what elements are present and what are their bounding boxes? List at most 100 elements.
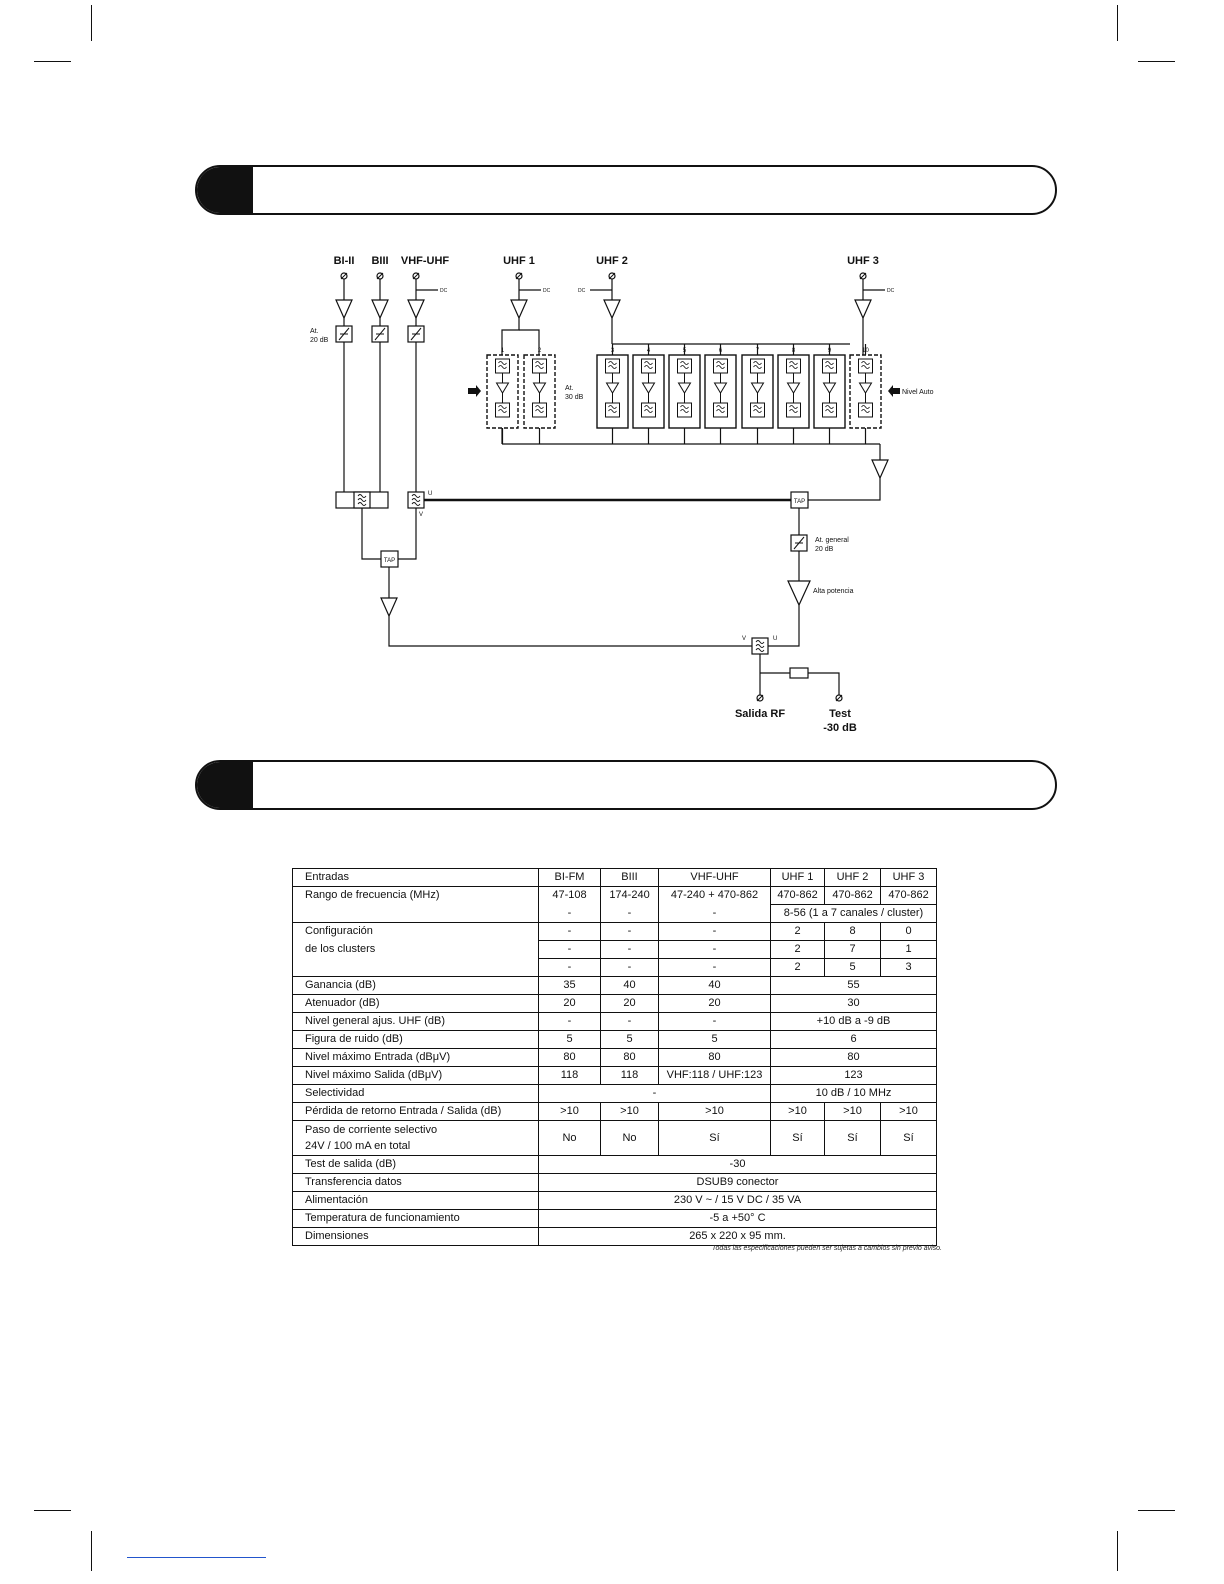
table-header-cell: Entradas [292, 868, 539, 887]
attenuator-label: At. [310, 328, 319, 335]
table-cell: 470-862 [880, 886, 937, 905]
table-row: Transferencia datos DSUB9 conector [292, 1173, 937, 1192]
input-terminal [859, 272, 867, 280]
dc-label: DC [543, 288, 551, 294]
filter-wave [861, 405, 870, 413]
filter-wave [753, 405, 762, 413]
u-label: U [428, 491, 432, 497]
attenuator-label: 20 dB [310, 337, 329, 344]
filter-icon [822, 402, 837, 418]
channel-modules: 12345678910 [486, 344, 882, 444]
table-label-cell: Temperatura de funcionamiento [292, 1209, 539, 1228]
table-label-cell: Atenuador (dB) [292, 994, 539, 1013]
table-cell: - [538, 1084, 771, 1103]
table-cell: 470-862 [770, 886, 825, 905]
crop-mark [34, 1510, 71, 1511]
table-label-cell: Configuración [292, 922, 539, 941]
table-cell: 20 [600, 994, 659, 1013]
attenuator-icon [407, 325, 425, 343]
arrow-icon [888, 385, 900, 397]
input-terminal [412, 272, 420, 280]
table-cell: 2 [770, 958, 825, 977]
filter-wave [644, 405, 653, 413]
high-power-label: Alta potencia [813, 588, 854, 595]
filter-icon [750, 358, 765, 374]
amplifier-icon [380, 597, 398, 617]
filter-icon [677, 402, 692, 418]
table-cell: 30 [770, 994, 937, 1013]
table-cell: - [600, 1012, 659, 1031]
table-cell: 40 [600, 976, 659, 995]
section-header-specs [195, 760, 1057, 810]
filter-wave [535, 405, 544, 413]
table-cell: 80 [658, 1048, 771, 1067]
block-diagram: BI-II BIII VHF-UHF UHF 1 UHF 2 UHF 3 DC … [310, 255, 934, 734]
filter-icon [605, 402, 620, 418]
table-row: de los clusters - - - 2 7 1 [292, 940, 937, 959]
table-row: Nivel general ajus. UHF (dB) - - - +10 d… [292, 1012, 937, 1031]
table-label-cell [292, 958, 539, 977]
table-cell: - [658, 958, 771, 977]
filter-icon [495, 402, 510, 418]
table-cell: >10 [824, 1102, 881, 1121]
table-row: Nivel máximo Salida (dBμV) 118 118 VHF:1… [292, 1066, 937, 1085]
paso-label-line2: 24V / 100 mA en total [305, 1140, 411, 1152]
table-header-cell: UHF 3 [880, 868, 937, 887]
table-cell: 230 V ~ / 15 V DC / 35 VA [538, 1191, 937, 1210]
table-cell: 10 dB / 10 MHz [770, 1084, 937, 1103]
table-cell: DSUB9 conector [538, 1173, 937, 1192]
filter-icon [532, 402, 547, 418]
table-cell: 5 [538, 1030, 601, 1049]
table-cell: 470-862 [824, 886, 881, 905]
arrow-icon [468, 385, 481, 397]
tap-label: TAP [384, 558, 395, 564]
table-row: Entradas BI-FM BIII VHF-UHF UHF 1 UHF 2 … [292, 868, 937, 887]
table-row: - - - 8-56 (1 a 7 canales / cluster) [292, 904, 937, 923]
dc-label: DC [440, 288, 448, 294]
table-header-cell: BIII [600, 868, 659, 887]
attenuator-icon [371, 325, 389, 343]
filter-icon [786, 402, 801, 418]
tap-box [380, 550, 399, 568]
table-cell: Sí [880, 1120, 937, 1156]
table-cell: 47-108 [538, 886, 601, 905]
crop-mark [1117, 1531, 1118, 1571]
table-cell: 5 [824, 958, 881, 977]
test-resistor [789, 667, 809, 679]
amplifier-icon [510, 299, 528, 319]
table-cell: 47-240 + 470-862 [658, 886, 771, 905]
filter-icon [713, 358, 728, 374]
table-label-cell: Figura de ruido (dB) [292, 1030, 539, 1049]
table-row: Nivel máximo Entrada (dBμV) 80 80 80 80 [292, 1048, 937, 1067]
table-cell: - [538, 1012, 601, 1031]
attenuator-icon [335, 325, 353, 343]
crop-mark [1138, 61, 1175, 62]
table-cell: Sí [770, 1120, 825, 1156]
input-label-biii: BIII [371, 255, 388, 267]
table-cell: 80 [538, 1048, 601, 1067]
table-cell: 118 [538, 1066, 601, 1085]
table-cell: - [600, 958, 659, 977]
table-cell: - [538, 958, 601, 977]
output-terminal [756, 694, 764, 702]
u-label: U [773, 636, 777, 642]
table-cell: No [600, 1120, 659, 1156]
table-cell: - [600, 940, 659, 959]
table-cell: 7 [824, 940, 881, 959]
table-cell: - [658, 940, 771, 959]
table-label-cell: Transferencia datos [292, 1173, 539, 1192]
crop-mark [91, 5, 92, 41]
channel-number: 1 [501, 348, 505, 354]
tap-label: TAP [794, 499, 805, 505]
filter-icon [677, 358, 692, 374]
input-label-bi-ii: BI-II [334, 255, 355, 267]
filter-wave [680, 405, 689, 413]
filter-wave [498, 405, 507, 413]
table-header-cell: UHF 1 [770, 868, 825, 887]
table-label-cell: Selectividad [292, 1084, 539, 1103]
table-cell: 8 [824, 922, 881, 941]
amplifier-icon [854, 299, 872, 319]
table-label-cell: Nivel máximo Entrada (dBμV) [292, 1048, 539, 1067]
crop-mark [1117, 5, 1118, 41]
filter-icon [713, 402, 728, 418]
